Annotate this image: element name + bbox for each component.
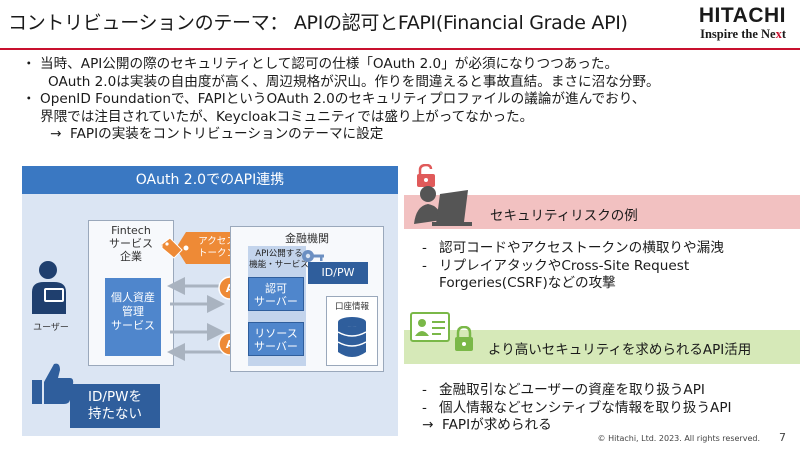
risk-list: -認可コードやアクセストークンの横取りや漏洩 -リプレイアタックやCross-S… — [422, 240, 724, 293]
service-line: サービス — [111, 319, 155, 332]
service-line: 個人資産 — [111, 291, 155, 304]
arrow-mark: → — [422, 417, 434, 433]
dash-mark: - — [422, 240, 427, 256]
tagline-part: t — [781, 27, 786, 41]
bank-label: 金融機関 — [285, 232, 329, 245]
bullet-2-line-2: 界隈では注目されていたが、Keycloakコミュニティでは盛り上がってなかった。 — [22, 109, 792, 127]
risk-text: 認可コードやアクセストークンの横取りや漏洩 — [439, 240, 724, 256]
token-line: アクセス — [198, 236, 236, 247]
bullet-text: 当時、API公開の際のセキュリティとして認可の仕様「OAuth 2.0」が必須に… — [40, 56, 619, 72]
dash-mark: - — [422, 399, 427, 416]
server-line: リソース — [254, 327, 298, 340]
bullet-text: FAPIの実装をコントリビューションのテーマに設定 — [70, 126, 384, 142]
no-credentials-note: ID/PWを 持たない — [70, 384, 160, 428]
personal-asset-service: 個人資産 管理 サービス — [105, 278, 161, 356]
api-usage-title: より高いセキュリティを求められるAPI活用 — [488, 342, 752, 358]
usage-item: -個人情報などセンシティブな情報を取り扱うAPI — [422, 400, 732, 418]
conclusion-text: FAPIが求められる — [442, 417, 552, 433]
bullet-2-line-1: ・OpenID Foundationで、FAPIというOAuth 2.0のセキュ… — [22, 91, 792, 109]
page-title: コントリビューションのテーマ： APIの認可とFAPI(Financial Gr… — [8, 12, 628, 34]
server-line: サーバー — [254, 295, 298, 308]
lock-icon — [455, 326, 473, 351]
server-line: サーバー — [254, 340, 298, 353]
bullet-text: OpenID Foundationで、FAPIというOAuth 2.0のセキュリ… — [40, 91, 646, 107]
id-pw-badge: ID/PW — [308, 262, 368, 284]
usage-text: 個人情報などセンシティブな情報を取り扱うAPI — [439, 399, 732, 416]
risk-item: -リプレイアタックやCross-Site Request — [422, 258, 724, 276]
hitachi-tagline: Inspire the Next — [700, 27, 786, 42]
resource-server: リソース サーバー — [248, 322, 304, 356]
fintech-label-line: 企業 — [120, 250, 142, 263]
user-icon — [32, 261, 66, 314]
unlock-icon — [417, 164, 435, 187]
risk-item: -認可コードやアクセストークンの横取りや漏洩 — [422, 240, 724, 258]
api-area-line: 機能・サービス — [249, 259, 309, 270]
tagline-part: Inspire the Ne — [700, 27, 776, 41]
risk-text: リプレイアタックやCross-Site Request — [439, 257, 690, 274]
bullet-text: 界隈では注目されていたが、Keycloakコミュニティでは盛り上がってなかった。 — [40, 108, 534, 125]
dash-mark: - — [422, 257, 427, 274]
title-divider — [0, 48, 800, 50]
api-area-line: API公開する — [255, 249, 303, 259]
bullet-1-line-2: OAuth 2.0は実装の自由度が高く、周辺規格が沢山。作りを間違えると事故直結… — [22, 74, 792, 92]
bullet-text: OAuth 2.0は実装の自由度が高く、周辺規格が沢山。作りを間違えると事故直結… — [48, 73, 660, 90]
account-info-label: 口座情報 — [334, 302, 369, 312]
hacker-laptop-icon — [414, 186, 472, 226]
fintech-label: Fintech サービス 企業 — [88, 224, 174, 263]
access-token-label: アクセス トークン — [190, 236, 244, 260]
usage-conclusion: → FAPIが求められる — [422, 417, 732, 435]
note-line: 持たない — [88, 406, 142, 422]
hitachi-logo: HITACHI — [698, 4, 786, 27]
authorization-server: 認可 サーバー — [248, 277, 304, 311]
arrow-mark: → — [50, 126, 62, 142]
bullet-3: → FAPIの実装をコントリビューションのテーマに設定 — [22, 126, 792, 144]
usage-text: 金融取引などユーザーの資産を取り扱うAPI — [439, 382, 705, 398]
thumbs-up-icon — [32, 363, 74, 404]
key-icon — [302, 250, 324, 262]
server-line: 認可 — [265, 282, 287, 295]
security-risk-title: セキュリティリスクの例 — [490, 208, 638, 224]
bullet-1-line-1: ・当時、API公開の際のセキュリティとして認可の仕様「OAuth 2.0」が必須… — [22, 56, 792, 74]
id-card-icon — [410, 312, 450, 342]
note-line: ID/PWを — [88, 389, 142, 405]
bullet-mark: ・ — [22, 56, 36, 72]
usage-item: -金融取引などユーザーの資産を取り扱うAPI — [422, 382, 732, 400]
token-line: トークン — [197, 248, 236, 259]
bullet-mark: ・ — [22, 91, 36, 107]
tag-icon — [161, 237, 183, 259]
service-line: 管理 — [122, 305, 144, 318]
copyright: © Hitachi, Ltd. 2023. All rights reserve… — [597, 434, 760, 443]
database-icon — [337, 317, 367, 357]
user-label: ユーザー — [33, 323, 69, 333]
fintech-label-line: Fintech — [111, 224, 151, 237]
diagram-header: OAuth 2.0でのAPI連携 — [22, 166, 398, 194]
page-number: 7 — [779, 431, 786, 444]
risk-text: Forgeries(CSRF)などの攻撃 — [439, 275, 616, 291]
bullet-list: ・当時、API公開の際のセキュリティとして認可の仕様「OAuth 2.0」が必須… — [22, 56, 792, 144]
tagline-x: x — [775, 27, 782, 41]
risk-item-cont: Forgeries(CSRF)などの攻撃 — [422, 275, 724, 293]
fintech-label-line: サービス — [109, 237, 153, 250]
api-area-label: API公開する 機能・サービス — [247, 249, 311, 270]
dash-mark: - — [422, 382, 427, 398]
api-usage-list: -金融取引などユーザーの資産を取り扱うAPI -個人情報などセンシティブな情報を… — [422, 382, 732, 435]
